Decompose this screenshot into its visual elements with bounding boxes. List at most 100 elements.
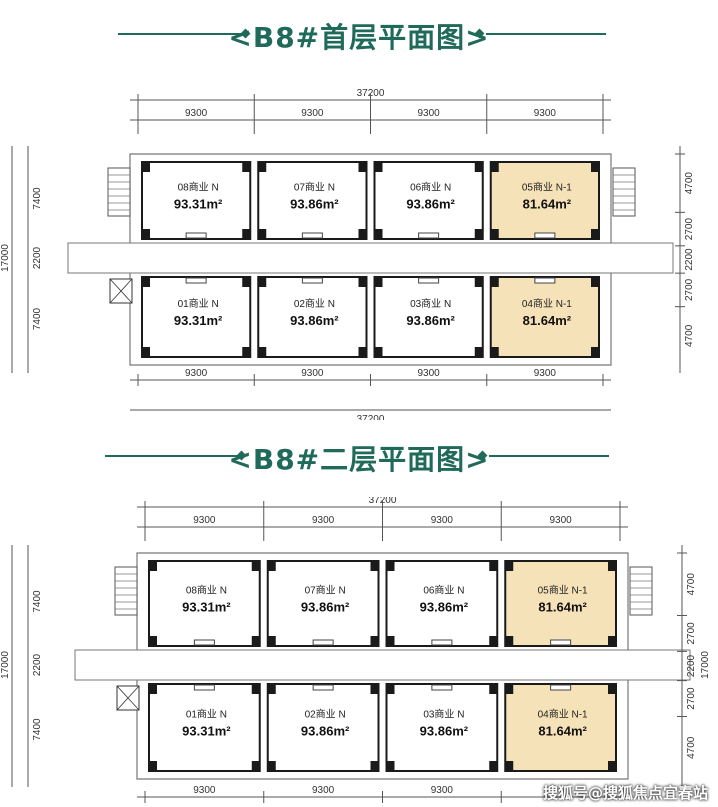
wall-column: [370, 636, 379, 646]
unit-name: 08商业 N: [186, 584, 227, 597]
wall-column: [374, 229, 383, 239]
door: [418, 232, 440, 239]
wall-column: [251, 636, 260, 646]
door: [431, 639, 453, 646]
wall-column: [591, 162, 599, 172]
unit-name: 04商业 N-1: [538, 708, 588, 721]
dimension-label: 9300: [418, 368, 441, 379]
title-rule-right: [486, 33, 606, 35]
unit-area: 93.86m²: [406, 197, 455, 212]
wall-column: [149, 636, 157, 646]
unit-area: 93.86m²: [406, 313, 455, 328]
unit-room: [373, 276, 484, 358]
wall-column: [490, 277, 499, 287]
dimension-label: 9300: [193, 785, 216, 796]
unit-area: 93.31m²: [182, 724, 231, 739]
dimension-label: 37200: [357, 88, 385, 99]
dimension-label: 17000: [0, 651, 11, 679]
dimension-label: 4700: [686, 573, 697, 596]
plan-2-title: <B8#二层平面图>: [228, 443, 490, 476]
wall-column: [142, 229, 150, 239]
dimension-label: 7400: [32, 718, 43, 741]
unit-area: 93.86m²: [301, 724, 350, 739]
stair: [114, 566, 138, 616]
dimension-label: 9300: [550, 515, 573, 526]
dimension-label: 9300: [312, 515, 335, 526]
unit-name: 06商业 N: [410, 181, 451, 194]
wall-column: [358, 277, 367, 287]
wall-column: [142, 277, 150, 287]
dimension-label: 9300: [418, 108, 441, 119]
wall-column: [258, 162, 267, 172]
wall-column: [251, 561, 260, 571]
dimension-label: 17000: [0, 244, 11, 272]
stair: [629, 566, 653, 616]
unit-area: 93.86m²: [290, 313, 339, 328]
unit-name: 05商业 N-1: [538, 584, 588, 597]
dimension-label: 9300: [431, 515, 454, 526]
door: [301, 277, 323, 284]
dimension-label: 2200: [686, 654, 697, 677]
door: [534, 232, 556, 239]
wall-column: [358, 229, 367, 239]
wall-column: [142, 162, 150, 172]
dimension-label: 7400: [32, 187, 43, 210]
plan-1-title-row: <B8#首层平面图>: [0, 14, 718, 54]
wall-column: [358, 162, 367, 172]
unit-name: 04商业 N-1: [522, 297, 572, 310]
unit-area: 81.64m²: [523, 197, 572, 212]
dimension-label: 7400: [32, 590, 43, 613]
unit-room: [504, 683, 617, 772]
dimension-label: 9300: [301, 108, 324, 119]
wall-column: [608, 761, 616, 771]
wall-column: [386, 561, 395, 571]
unit-area: 81.64m²: [523, 313, 572, 328]
unit-area: 81.64m²: [538, 600, 587, 615]
wall-column: [258, 347, 267, 357]
door: [534, 277, 556, 284]
unit-area: 93.31m²: [174, 197, 223, 212]
unit-room: [148, 683, 261, 772]
unit-room: [385, 560, 499, 647]
dimension-label: 9300: [185, 108, 208, 119]
dimension-label: 4700: [684, 324, 695, 347]
wall-column: [474, 347, 483, 357]
door: [550, 639, 572, 646]
wall-column: [489, 636, 498, 646]
wall-column: [386, 684, 395, 694]
title-rule-right: [489, 455, 609, 457]
wall-column: [370, 761, 379, 771]
stair: [107, 167, 131, 217]
wall-column: [505, 684, 514, 694]
unit-name: 08商业 N: [178, 181, 219, 194]
wall-column: [258, 229, 267, 239]
wall-column: [242, 277, 251, 287]
wall-column: [370, 684, 379, 694]
unit-area: 93.86m²: [301, 600, 350, 615]
wall-column: [490, 347, 499, 357]
unit-room: [504, 560, 617, 647]
wall-column: [142, 347, 150, 357]
unit-name: 07商业 N: [305, 584, 346, 597]
unit-area: 93.86m²: [290, 197, 339, 212]
dimension-label: 2700: [684, 218, 695, 241]
dimension-label: 9300: [193, 515, 216, 526]
wall-column: [505, 636, 514, 646]
dimension-label: 4700: [684, 172, 695, 195]
wall-column: [242, 347, 251, 357]
unit-name: 03商业 N: [410, 297, 451, 310]
dimension-label: 2700: [686, 622, 697, 645]
elevator-cross: [109, 278, 133, 304]
corridor: [67, 242, 674, 274]
wall-column: [490, 229, 499, 239]
unit-room: [148, 560, 261, 647]
unit-name: 01商业 N: [186, 708, 227, 721]
wall-column: [386, 761, 395, 771]
unit-area: 93.86m²: [420, 600, 469, 615]
wall-column: [591, 347, 599, 357]
unit-room: [141, 276, 252, 358]
door: [193, 639, 215, 646]
door: [312, 684, 334, 691]
